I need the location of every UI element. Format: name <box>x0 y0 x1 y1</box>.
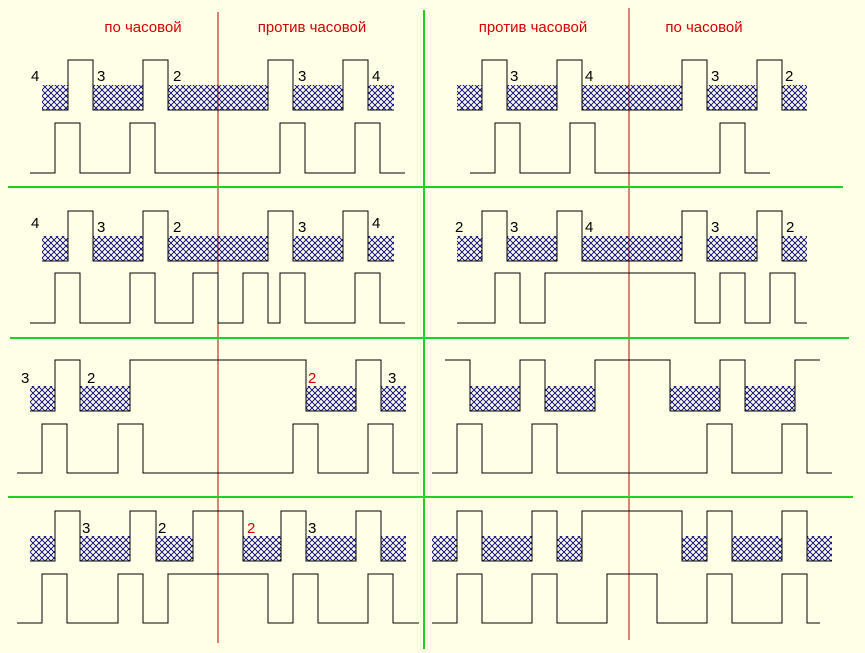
hatch-blocks <box>432 536 832 561</box>
hatch-blocks <box>457 236 807 261</box>
position-label: 3 <box>308 520 316 537</box>
position-label: 3 <box>82 520 90 537</box>
panel-4: 2 3 4 3 2 <box>455 210 807 324</box>
upper-signal <box>432 510 832 562</box>
position-label: 2 <box>87 370 95 387</box>
lower-signal <box>432 423 832 474</box>
position-label: 4 <box>585 68 593 85</box>
hatch-blocks <box>470 386 795 411</box>
position-label: 4 <box>372 68 380 85</box>
lower-signal <box>17 423 419 474</box>
upper-signal <box>445 359 820 412</box>
panel-6 <box>432 359 832 474</box>
header-right-ccw: против часовой <box>479 19 588 36</box>
lower-signal <box>30 272 405 324</box>
position-label: 4 <box>372 215 380 232</box>
hatch-blocks <box>42 85 394 110</box>
hatch-blocks <box>30 536 406 561</box>
header-left-cw: по часовой <box>104 19 181 36</box>
panel-5: 3 2 2 3 <box>17 359 419 474</box>
lower-signal <box>30 122 405 174</box>
panel-8 <box>432 510 832 624</box>
panel-7: 3 2 2 3 <box>17 510 419 624</box>
position-label: 3 <box>298 219 306 236</box>
lower-signal <box>17 573 419 624</box>
upper-signal <box>42 210 394 262</box>
header-right-cw: по часовой <box>665 19 742 36</box>
position-label: 2 <box>785 68 793 85</box>
position-label: 3 <box>510 219 518 236</box>
header-left-ccw: против часовой <box>258 19 367 36</box>
position-label: 2 <box>173 219 181 236</box>
hatch-blocks <box>30 386 406 411</box>
upper-signal <box>42 59 394 111</box>
position-label: 2 <box>308 370 316 387</box>
panel-2: 3 4 3 2 <box>457 59 807 174</box>
upper-signal <box>30 510 406 562</box>
upper-signal <box>30 359 406 412</box>
position-label: 4 <box>585 219 593 236</box>
position-label: 3 <box>388 370 396 387</box>
panel-3: 4 3 2 3 4 <box>30 210 405 324</box>
upper-signal <box>457 59 807 111</box>
position-label: 3 <box>510 68 518 85</box>
position-label: 4 <box>31 68 39 85</box>
position-label: 2 <box>158 520 166 537</box>
position-label: 3 <box>97 68 105 85</box>
upper-signal <box>457 210 807 262</box>
position-label: 2 <box>247 520 255 537</box>
position-label: 2 <box>173 68 181 85</box>
lower-signal <box>457 272 807 324</box>
lower-signal <box>432 573 820 624</box>
hatch-blocks <box>457 85 807 110</box>
position-label: 2 <box>786 219 794 236</box>
position-label: 3 <box>298 68 306 85</box>
position-label: 3 <box>711 68 719 85</box>
position-label: 3 <box>711 219 719 236</box>
position-label: 4 <box>31 215 39 232</box>
panel-1: 4 3 2 3 4 <box>30 59 405 174</box>
hatch-blocks <box>42 236 394 261</box>
position-label: 2 <box>455 219 463 236</box>
lower-signal <box>470 122 770 174</box>
position-label: 3 <box>21 370 29 387</box>
position-label: 3 <box>97 219 105 236</box>
